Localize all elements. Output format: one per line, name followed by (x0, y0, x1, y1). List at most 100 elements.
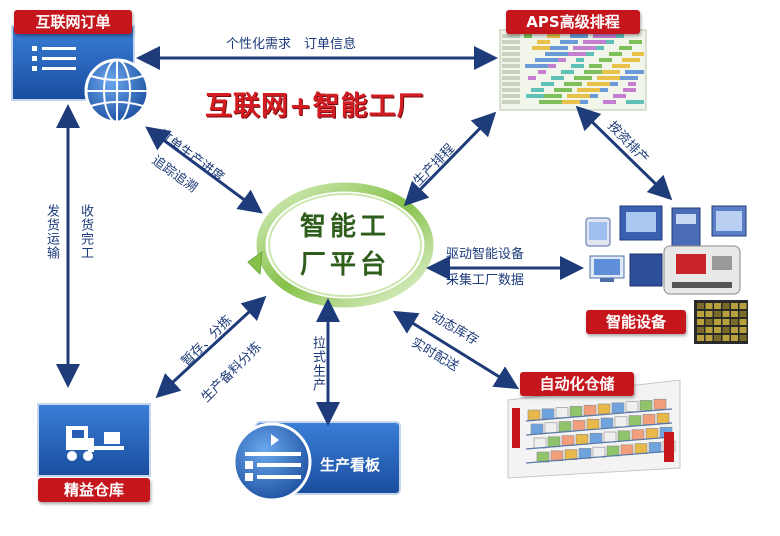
arrow-aps-equipment (575, 105, 673, 201)
label-center-equipment-2: 采集工厂数据 (446, 273, 525, 288)
storage-box (631, 429, 645, 440)
storage-box (597, 403, 611, 415)
display-cell (722, 303, 730, 309)
gantt-bar (623, 88, 636, 92)
shelf-rail (525, 422, 673, 436)
internet-order-label: 互联网订单 (14, 10, 132, 34)
display-cell (705, 311, 713, 317)
gantt-bar (584, 70, 602, 74)
gantt-row-label (502, 34, 520, 38)
gantt-bar (564, 82, 582, 86)
storage-box (527, 409, 541, 421)
gantt-bar (544, 94, 562, 98)
display-cell (722, 327, 730, 333)
display-cell (697, 335, 704, 341)
display-cell (731, 335, 738, 341)
display-cell (705, 303, 713, 309)
gantt-bar (560, 40, 578, 44)
gantt-bar (609, 52, 622, 56)
label-order-lean-1: 收货完工 (78, 204, 93, 260)
storage-box (592, 446, 606, 458)
display-cell (714, 335, 721, 341)
storage-box (578, 448, 592, 459)
aps-label: APS高级排程 (506, 10, 640, 34)
gantt-bar (599, 58, 612, 62)
display-cell (722, 335, 730, 341)
play-list-icon (245, 434, 301, 481)
gantt-bar (551, 76, 564, 80)
gantt-bar (629, 40, 642, 44)
auto-warehouse-label: 自动化仓储 (520, 372, 634, 396)
storage-box (648, 442, 662, 453)
display-cell (714, 327, 721, 333)
kanban-node (232, 421, 401, 502)
gantt-bar (531, 88, 544, 92)
gantt-bar (541, 82, 554, 86)
gantt-bar (554, 88, 572, 92)
display-cell (705, 327, 713, 333)
storage-box (589, 432, 603, 444)
gantt-bar (570, 34, 588, 38)
display-cell (731, 327, 738, 333)
aps-gantt-image (499, 29, 647, 111)
storage-box (614, 416, 628, 428)
storage-box (628, 415, 642, 426)
storage-box (558, 421, 572, 432)
storage-box (536, 451, 550, 463)
display-cell (697, 311, 704, 317)
gantt-bar (538, 70, 546, 74)
smart-equipment-label: 智能设备 (586, 310, 686, 334)
shelf-rail (525, 408, 673, 422)
gantt-bar (524, 34, 532, 38)
display-cell (714, 311, 721, 317)
gantt-bar (547, 34, 560, 38)
storage-box (533, 437, 547, 449)
gantt-bar (610, 82, 618, 86)
gantt-bar (557, 100, 580, 104)
gantt-bar (548, 64, 556, 68)
storage-box (656, 412, 670, 424)
gantt-row-label (502, 82, 520, 86)
internet-order-node (11, 25, 150, 124)
gantt-bar (632, 52, 644, 56)
gantt-bar (545, 52, 568, 56)
gantt-bar (539, 100, 562, 104)
storage-box (611, 402, 625, 414)
smart-equipment-image (585, 205, 748, 344)
label-center-equipment-1: 驱动智能设备 (446, 247, 525, 262)
forklift-icon (66, 426, 124, 461)
display-cell (714, 303, 721, 309)
storage-box (550, 450, 564, 462)
gantt-row-label (502, 52, 520, 56)
display-cell (731, 319, 738, 325)
display-cell (697, 303, 704, 309)
gantt-bar (526, 94, 544, 98)
gantt-bar (573, 46, 596, 50)
gantt-bar (558, 58, 566, 62)
storage-box (541, 408, 555, 420)
storage-box (639, 400, 653, 411)
storage-box (561, 435, 575, 446)
gantt-bar (574, 76, 592, 80)
storage-box (583, 404, 597, 416)
gantt-bar (535, 58, 558, 62)
gantt-bar (597, 76, 620, 80)
gantt-bar (622, 58, 640, 62)
display-cell (722, 319, 730, 325)
storage-box (586, 418, 600, 430)
storage-box (606, 445, 620, 457)
display-cell (705, 319, 713, 325)
arrow-center-lean (155, 295, 267, 399)
storage-box (564, 449, 578, 460)
gantt-row-label (502, 70, 520, 74)
kanban-label: 生产看板 (320, 456, 381, 474)
display-cell (714, 319, 721, 325)
gantt-bar (528, 76, 536, 80)
storage-box (620, 444, 634, 456)
gantt-bar (603, 100, 616, 104)
connection-arrows (56, 46, 673, 426)
gantt-bar (613, 94, 626, 98)
gantt-bar (586, 52, 594, 56)
display-cell (731, 303, 738, 309)
